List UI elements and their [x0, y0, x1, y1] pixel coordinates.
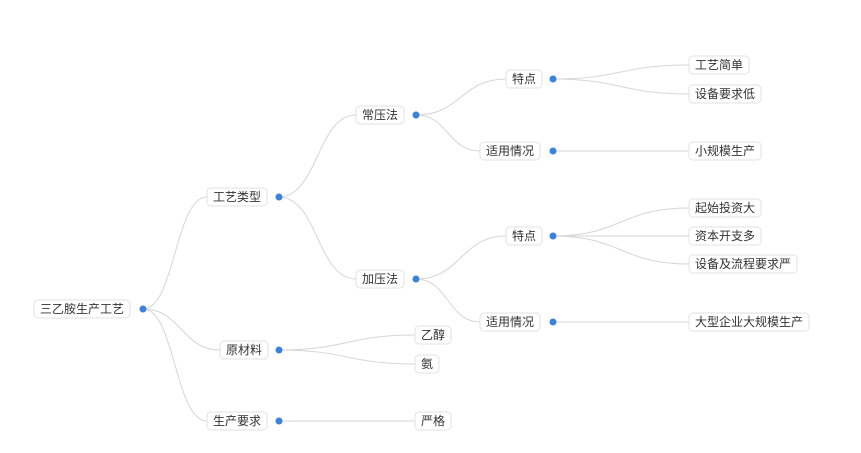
node-label: 加压法: [362, 272, 398, 286]
edge-raw-materials-to-raw-2: [278, 349, 416, 365]
node-raw-materials[interactable]: 原材料: [219, 340, 269, 360]
node-label: 适用情况: [486, 315, 534, 329]
node-press-features[interactable]: 特点: [505, 226, 543, 246]
mind-map-edges: [142, 64, 690, 422]
node-box: [688, 312, 810, 332]
edge-press-features-to-press-f1: [552, 207, 690, 237]
node-box: [505, 226, 543, 246]
node-atm-f1[interactable]: 工艺简单: [688, 55, 750, 75]
node-box: [688, 198, 762, 218]
node-label: 氨: [421, 357, 433, 371]
expand-dot-icon[interactable]: [412, 111, 420, 119]
edge-press-features-to-press-f3: [552, 235, 690, 265]
node-pressurized[interactable]: 加压法: [355, 269, 405, 289]
node-box: [414, 354, 440, 374]
node-label: 小规模生产: [695, 143, 755, 158]
edge-atmospheric-to-atm-applicable: [415, 114, 481, 152]
expand-dot-icon[interactable]: [549, 147, 557, 155]
expand-dot-icon[interactable]: [549, 318, 557, 326]
node-label: 乙醇: [421, 327, 445, 342]
node-box: [206, 411, 268, 431]
node-box: [688, 226, 762, 246]
node-atm-a1[interactable]: 小规模生产: [688, 141, 762, 161]
node-box: [33, 299, 131, 319]
node-box: [479, 141, 541, 161]
node-box: [688, 84, 762, 104]
node-label: 工艺简单: [695, 58, 743, 72]
node-root[interactable]: 三乙胺生产工艺: [33, 299, 131, 319]
node-box: [479, 312, 541, 332]
node-label: 设备及流程要求严: [695, 256, 791, 271]
expand-dot-icon[interactable]: [275, 346, 283, 354]
node-box: [505, 69, 543, 89]
node-label: 生产要求: [213, 414, 261, 428]
node-press-f3[interactable]: 设备及流程要求严: [688, 254, 798, 274]
edge-root-to-requirements: [142, 308, 208, 422]
node-label: 三乙胺生产工艺: [40, 302, 124, 316]
node-label: 适用情况: [486, 144, 534, 158]
node-box: [355, 105, 405, 125]
edge-process-type-to-pressurized: [278, 196, 357, 280]
node-box: [414, 411, 452, 431]
edge-process-type-to-atmospheric: [278, 114, 357, 198]
node-atm-f2[interactable]: 设备要求低: [688, 84, 762, 104]
edge-raw-materials-to-raw-1: [278, 334, 416, 351]
node-box: [688, 55, 750, 75]
expand-dot-icon[interactable]: [412, 275, 420, 283]
node-label: 严格: [421, 413, 445, 428]
node-label: 常压法: [362, 108, 398, 122]
expand-dot-icon[interactable]: [275, 417, 283, 425]
node-box: [219, 340, 269, 360]
edge-root-to-process-type: [142, 196, 208, 310]
node-box: [688, 254, 798, 274]
node-press-a1[interactable]: 大型企业大规模生产: [688, 312, 810, 332]
node-atm-applicable[interactable]: 适用情况: [479, 141, 541, 161]
node-label: 大型企业大规模生产: [695, 314, 803, 329]
expand-dot-icon[interactable]: [139, 305, 147, 313]
node-raw-1[interactable]: 乙醇: [414, 325, 452, 345]
node-label: 特点: [512, 228, 536, 243]
node-press-applicable[interactable]: 适用情况: [479, 312, 541, 332]
expand-dot-icon[interactable]: [549, 75, 557, 83]
node-label: 资本开支多: [695, 229, 755, 243]
node-process-type[interactable]: 工艺类型: [206, 187, 268, 207]
node-label: 工艺类型: [213, 190, 261, 204]
edge-atm-features-to-atm-f2: [552, 78, 690, 95]
node-requirements[interactable]: 生产要求: [206, 411, 268, 431]
expand-dot-icon[interactable]: [549, 232, 557, 240]
edge-pressurized-to-press-applicable: [415, 278, 481, 323]
edge-atmospheric-to-atm-features: [415, 78, 507, 116]
node-atm-features[interactable]: 特点: [505, 69, 543, 89]
node-req-1[interactable]: 严格: [414, 411, 452, 431]
node-press-f2[interactable]: 资本开支多: [688, 226, 762, 246]
node-box: [688, 141, 762, 161]
node-label: 设备要求低: [695, 87, 755, 101]
edge-root-to-raw-materials: [142, 308, 221, 351]
node-press-f1[interactable]: 起始投资大: [688, 198, 762, 218]
edge-pressurized-to-press-features: [415, 235, 507, 280]
node-raw-2[interactable]: 氨: [414, 354, 440, 374]
expand-dot-icon[interactable]: [275, 193, 283, 201]
node-box: [206, 187, 268, 207]
node-box: [355, 269, 405, 289]
node-label: 起始投资大: [695, 200, 755, 215]
node-label: 特点: [512, 71, 536, 86]
edge-atm-features-to-atm-f1: [552, 64, 690, 80]
node-box: [414, 325, 452, 345]
mind-map-nodes: 三乙胺生产工艺工艺类型常压法特点工艺简单设备要求低适用情况小规模生产加压法特点起…: [33, 55, 810, 431]
node-atmospheric[interactable]: 常压法: [355, 105, 405, 125]
node-label: 原材料: [226, 343, 262, 357]
